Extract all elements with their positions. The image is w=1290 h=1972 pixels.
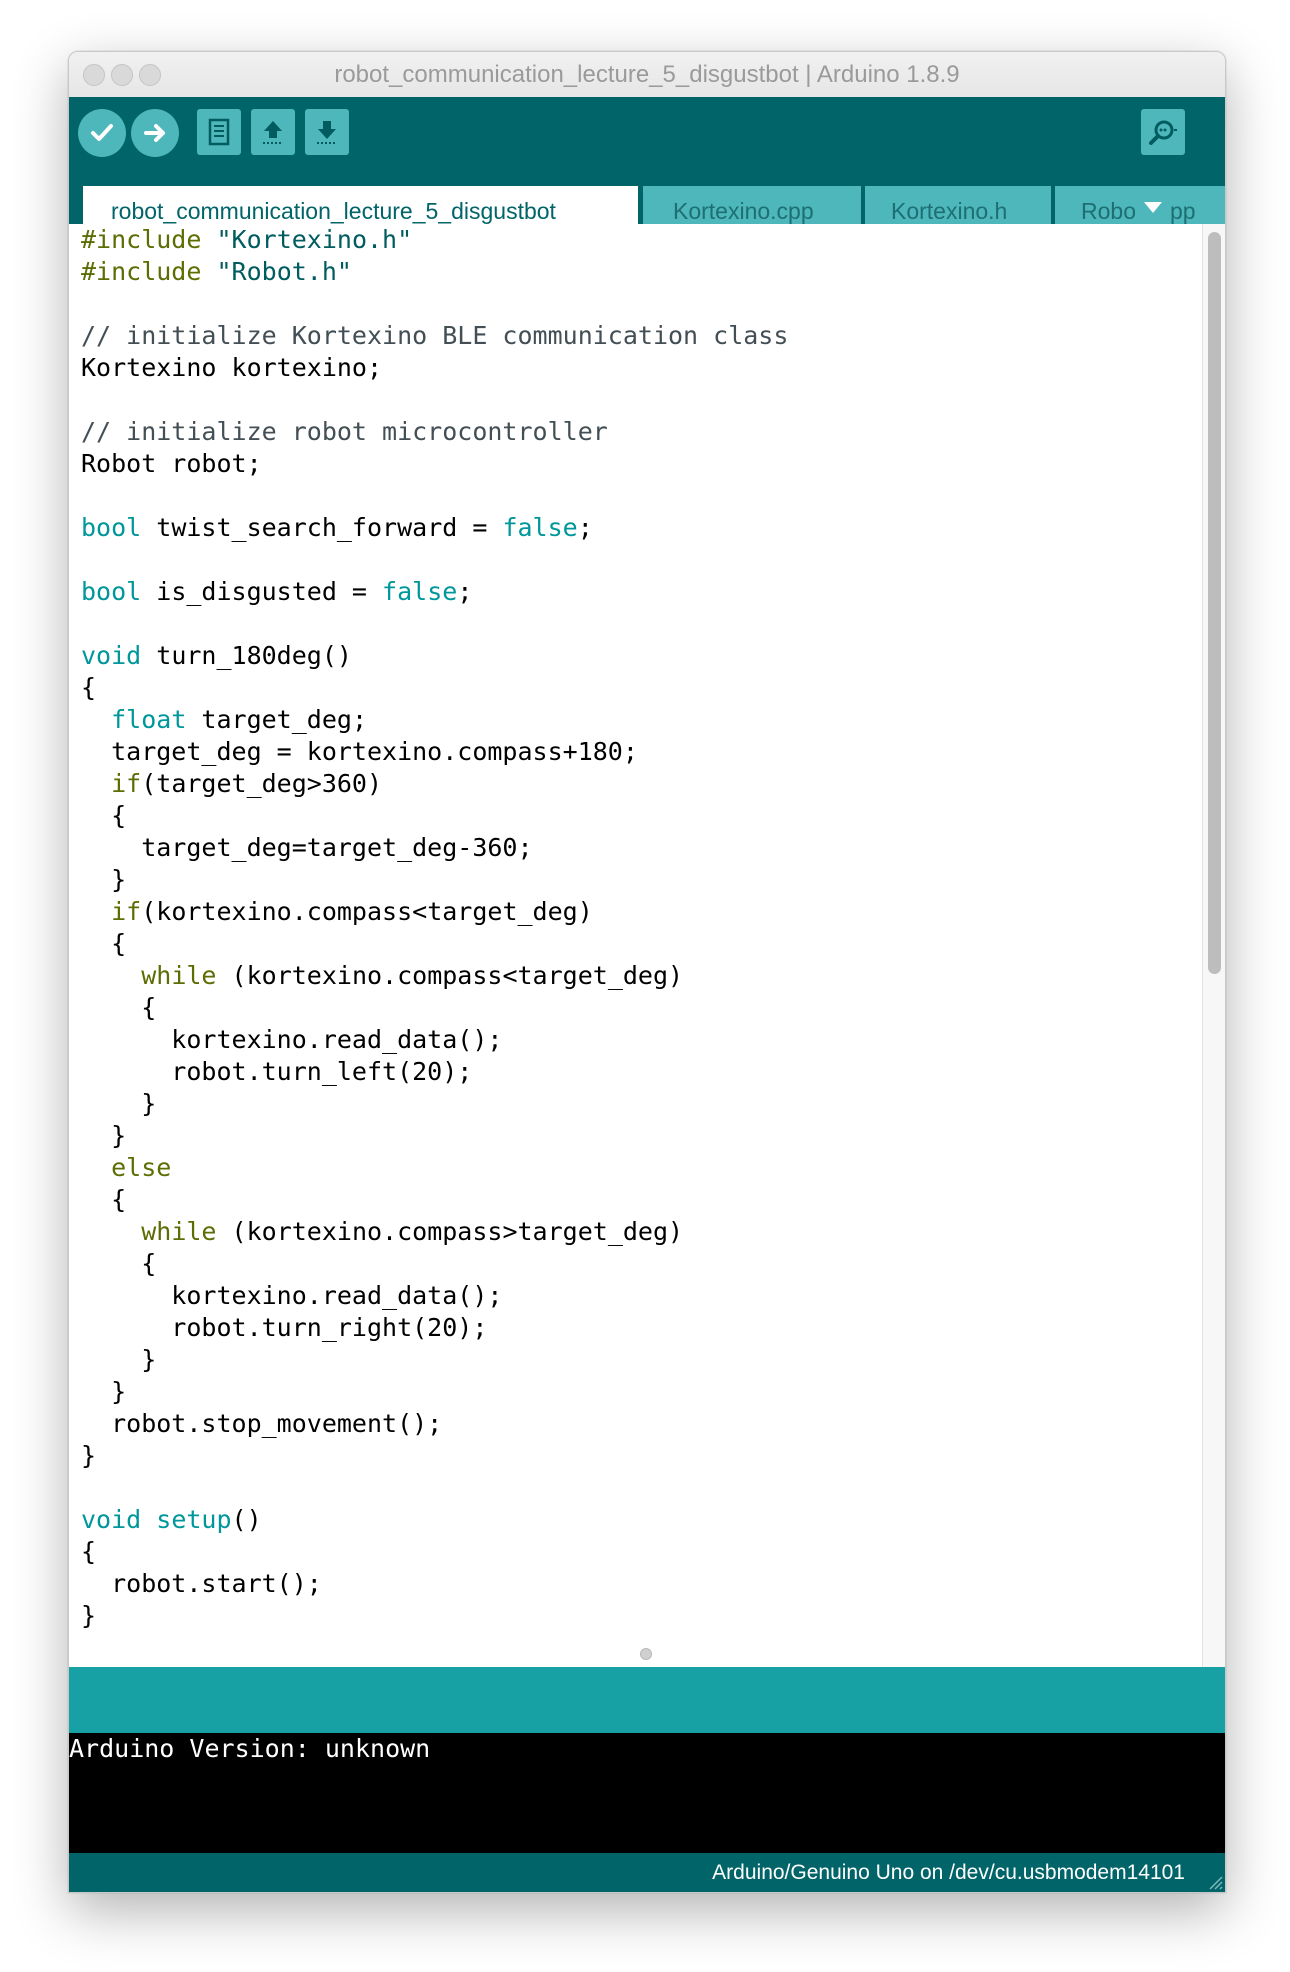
code-line[interactable]: }: [81, 1377, 127, 1406]
code-line[interactable]: }: [81, 1089, 157, 1118]
code-line[interactable]: {: [81, 673, 97, 702]
code-line[interactable]: target_deg=target_deg-360;: [81, 833, 533, 862]
code-line[interactable]: [81, 384, 788, 416]
checkmark-icon: [91, 124, 113, 141]
code-editor[interactable]: #include "Kortexino.h" #include "Robot.h"…: [69, 224, 1202, 1667]
toolbar: [69, 97, 1225, 172]
code-line[interactable]: while (kortexino.compass>target_deg): [141, 1217, 684, 1246]
code-line[interactable]: // initialize robot microcontroller: [81, 417, 608, 446]
code-line[interactable]: // initialize Kortexino BLE communicatio…: [81, 321, 789, 350]
arduino-window: robot_communication_lecture_5_disgustbot…: [68, 51, 1226, 1893]
code-line[interactable]: robot.turn_left(20);: [81, 1057, 473, 1086]
code-line[interactable]: }: [81, 1441, 97, 1470]
message-bar: [69, 1667, 1225, 1733]
code-line[interactable]: }: [81, 1345, 157, 1374]
code-line[interactable]: [81, 288, 788, 320]
console-output[interactable]: Arduino Version: unknown: [69, 1733, 1225, 1853]
tab-menu-dropdown-icon[interactable]: [1144, 202, 1162, 213]
tab-robot-cpp-label: Robo: [1081, 198, 1136, 224]
code-line[interactable]: bool twist_search_forward = false;: [81, 513, 593, 542]
scrollbar-thumb[interactable]: [1208, 232, 1221, 974]
new-sketch-button[interactable]: [197, 109, 241, 155]
upload-button[interactable]: [131, 109, 179, 157]
minimize-window-button[interactable]: [111, 64, 133, 86]
code-line[interactable]: {: [81, 1185, 127, 1214]
code-line[interactable]: {: [81, 801, 127, 830]
resize-grip-icon[interactable]: [1205, 1872, 1223, 1890]
code-line[interactable]: void turn_180deg(): [81, 641, 352, 670]
code-line[interactable]: else: [111, 1153, 172, 1182]
code-line[interactable]: robot.turn_right(20);: [81, 1313, 488, 1342]
code-line[interactable]: Robot robot;: [81, 449, 262, 478]
code-line[interactable]: [81, 608, 788, 640]
code-text[interactable]: #include "Kortexino.h" #include "Robot.h"…: [81, 224, 788, 1632]
magnifier-icon: [1149, 120, 1177, 145]
code-line[interactable]: robot.start();: [81, 1569, 322, 1598]
code-line[interactable]: }: [81, 1121, 127, 1150]
console-text: Arduino Version: unknown: [69, 1734, 431, 1763]
code-line[interactable]: Kortexino kortexino;: [81, 353, 383, 382]
board-port-status: Arduino/Genuino Uno on /dev/cu.usbmodem1…: [712, 1861, 1185, 1884]
zoom-window-button[interactable]: [139, 64, 161, 86]
code-line[interactable]: float target_deg;: [111, 705, 367, 734]
new-file-icon: [208, 118, 230, 146]
save-sketch-button[interactable]: [305, 109, 349, 155]
code-line[interactable]: [81, 1472, 788, 1504]
code-line[interactable]: while (kortexino.compass<target_deg): [141, 961, 684, 990]
code-line[interactable]: bool is_disgusted = false;: [81, 577, 473, 606]
code-line[interactable]: robot.stop_movement();: [81, 1409, 443, 1438]
code-line[interactable]: }: [81, 865, 127, 894]
editor-vertical-scrollbar[interactable]: [1202, 224, 1225, 1667]
title-bar[interactable]: robot_communication_lecture_5_disgustbot…: [69, 52, 1225, 98]
download-arrow-icon: [317, 121, 337, 144]
code-line[interactable]: void setup(): [81, 1505, 262, 1534]
code-line[interactable]: {: [81, 993, 157, 1022]
code-line[interactable]: }: [81, 1601, 97, 1630]
code-line[interactable]: [81, 480, 788, 512]
code-line[interactable]: {: [81, 1537, 97, 1566]
arrow-right-icon: [144, 124, 165, 142]
open-sketch-button[interactable]: [251, 109, 295, 155]
code-line[interactable]: {: [81, 929, 127, 958]
code-line[interactable]: kortexino.read_data();: [81, 1281, 503, 1310]
code-line[interactable]: #include "Kortexino.h": [81, 225, 413, 254]
upload-arrow-icon: [263, 121, 283, 144]
serial-monitor-button[interactable]: [1141, 109, 1185, 155]
window-title: robot_communication_lecture_5_disgustbot…: [334, 61, 960, 88]
code-line[interactable]: target_deg = kortexino.compass+180;: [81, 737, 638, 766]
code-line[interactable]: if(target_deg>360): [111, 769, 383, 798]
close-window-button[interactable]: [83, 64, 105, 86]
code-line[interactable]: [81, 544, 788, 576]
editor-resize-handle[interactable]: [640, 1648, 652, 1660]
tab-bar: robot_communication_lecture_5_disgustbot…: [69, 172, 1225, 238]
code-line[interactable]: {: [81, 1249, 157, 1278]
code-line[interactable]: kortexino.read_data();: [81, 1025, 503, 1054]
tab-robot-cpp-suffix: pp: [1169, 198, 1196, 224]
verify-button[interactable]: [78, 109, 126, 157]
code-line[interactable]: #include "Robot.h": [81, 257, 352, 286]
code-line[interactable]: if(kortexino.compass<target_deg): [111, 897, 593, 926]
status-bar: Arduino/Genuino Uno on /dev/cu.usbmodem1…: [69, 1853, 1225, 1892]
